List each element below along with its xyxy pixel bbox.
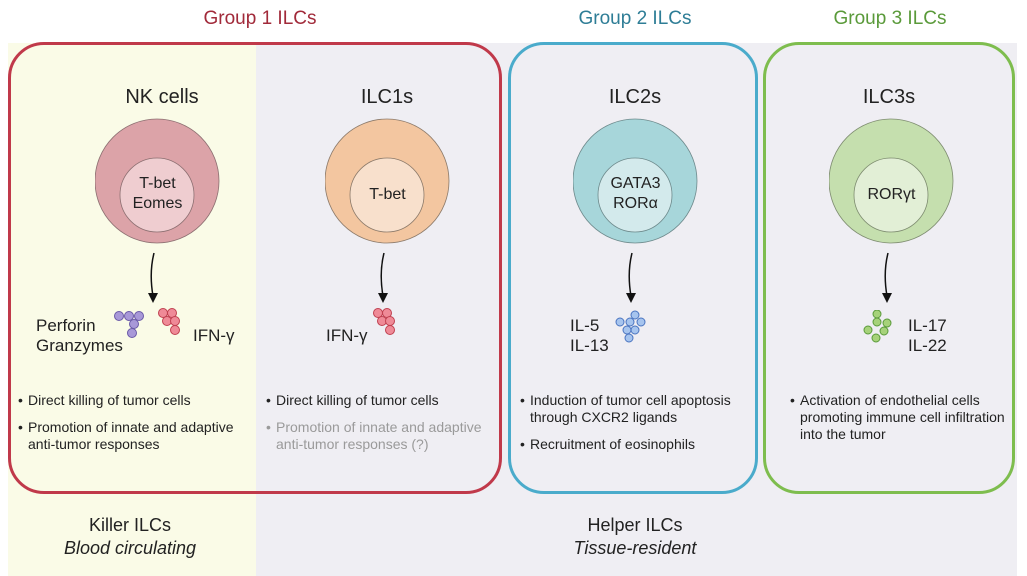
group3-box xyxy=(763,42,1015,494)
ilc1-ifn-gamma-label: IFN-γ xyxy=(326,326,368,345)
helper-ilcs-subtitle: Tissue-resident xyxy=(573,538,697,558)
ilc3-cell-nucleus xyxy=(853,157,929,233)
ilc1-functions-list: Direct killing of tumor cells Promotion … xyxy=(266,392,501,463)
group1-box xyxy=(8,42,502,494)
ilc3s-title: ILC3s xyxy=(862,86,916,108)
ilc3-arrow-icon xyxy=(884,252,889,297)
ilc3-cytokines-label: IL-17 IL-22 xyxy=(908,316,947,355)
ilc1-transcription-factors: T-bet xyxy=(369,186,406,203)
nk-functions-list: Direct killing of tumor cells Promotion … xyxy=(18,392,253,463)
ilc1-cell-nucleus xyxy=(349,157,425,233)
killer-ilcs-title: Killer ILCs xyxy=(88,515,172,535)
perforin-granzyme-granules-icon xyxy=(114,311,144,338)
ilc1s-title: ILC1s xyxy=(360,86,414,108)
ilc2-cell-diagram xyxy=(573,118,698,303)
list-item: Direct killing of tumor cells xyxy=(266,392,501,409)
list-item: Induction of tumor cell apoptosis throug… xyxy=(520,392,760,426)
list-item: Activation of endothelial cells promotin… xyxy=(790,392,1005,443)
list-item: Recruitment of eosinophils xyxy=(520,436,760,453)
ilc2-functions-list: Induction of tumor cell apoptosis throug… xyxy=(520,392,760,463)
ilc3-cell-diagram xyxy=(829,118,954,303)
list-item: Promotion of innate and adaptive anti-tu… xyxy=(266,419,501,453)
nk-ifn-gamma-label: IFN-γ xyxy=(193,326,235,345)
ilc1-arrow-icon xyxy=(380,252,385,297)
ilc2-cell-nucleus xyxy=(597,157,673,233)
il17-il22-granules-icon xyxy=(863,310,892,343)
nk-cell-nucleus xyxy=(119,157,195,233)
helper-ilcs-title: Helper ILCs xyxy=(587,515,683,535)
group2-title: Group 2 ILCs xyxy=(578,8,692,29)
ilc2-cytokines-label: IL-5 IL-13 xyxy=(570,316,609,355)
nk-arrow-icon xyxy=(150,252,155,297)
ilc2-arrow-icon xyxy=(628,252,633,297)
list-item: Promotion of innate and adaptive anti-tu… xyxy=(18,419,253,453)
nk-ifn-gamma-granules-icon xyxy=(158,308,180,335)
ilc3-transcription-factors: RORγt xyxy=(867,186,916,203)
nk-cell-diagram xyxy=(95,118,220,303)
ilc2s-title: ILC2s xyxy=(608,86,662,108)
ilc2-transcription-factors: GATA3 RORα xyxy=(610,175,661,212)
ilc1-ifn-gamma-granules-icon xyxy=(373,308,395,335)
nk-transcription-factors: T-bet Eomes xyxy=(132,175,183,212)
ilc3-functions-list: Activation of endothelial cells promotin… xyxy=(790,392,1005,453)
group3-title: Group 3 ILCs xyxy=(833,8,947,29)
group1-title: Group 1 ILCs xyxy=(203,8,317,29)
nk-perforin-granzymes-label: Perforin Granzymes xyxy=(36,316,123,355)
nk-cells-title: NK cells xyxy=(125,86,199,108)
il5-il13-granules-icon xyxy=(615,310,646,343)
killer-ilcs-subtitle: Blood circulating xyxy=(63,538,197,558)
list-item: Direct killing of tumor cells xyxy=(18,392,253,409)
ilc1-cell-diagram xyxy=(325,118,450,303)
group2-box xyxy=(508,42,758,494)
